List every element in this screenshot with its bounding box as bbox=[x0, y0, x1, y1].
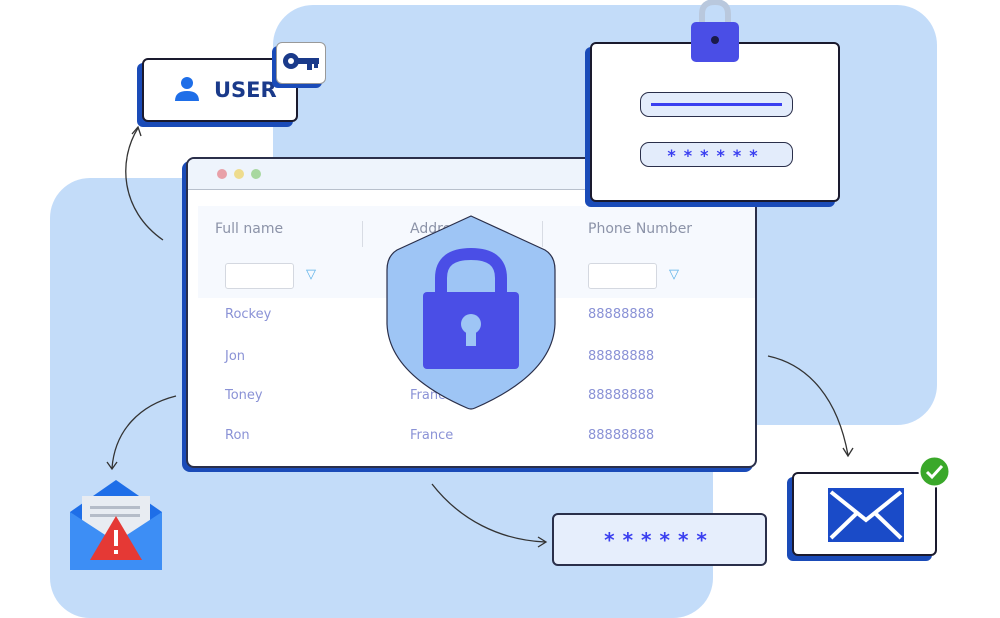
cell-phone: 88888888 bbox=[588, 349, 655, 364]
column-divider bbox=[542, 221, 543, 247]
maximize-dot[interactable] bbox=[251, 169, 261, 179]
mail-card bbox=[792, 472, 937, 556]
alert-envelope-icon bbox=[70, 480, 162, 570]
username-field[interactable] bbox=[640, 92, 793, 117]
column-divider bbox=[362, 221, 363, 247]
close-dot[interactable] bbox=[217, 169, 227, 179]
cell-phone: 88888888 bbox=[588, 428, 655, 443]
phone-filter-input[interactable] bbox=[588, 263, 657, 289]
cell-address: France bbox=[410, 428, 454, 443]
column-header-full-name[interactable]: Full name bbox=[215, 221, 284, 237]
key-icon bbox=[283, 53, 319, 70]
filter-icon[interactable]: ▽ bbox=[669, 267, 679, 282]
column-header-phone[interactable]: Phone Number bbox=[588, 221, 693, 237]
cell-name: Jon bbox=[225, 349, 246, 364]
name-filter-input[interactable] bbox=[225, 263, 294, 289]
padlock-icon bbox=[691, 0, 739, 62]
password-field[interactable]: ****** bbox=[640, 142, 793, 167]
login-card: ****** bbox=[590, 42, 840, 202]
cell-phone: 88888888 bbox=[588, 388, 655, 403]
cell-name: Toney bbox=[225, 388, 263, 403]
cell-name: Rockey bbox=[225, 307, 272, 322]
cell-name: Ron bbox=[225, 428, 250, 443]
envelope-icon bbox=[828, 488, 904, 542]
user-card[interactable]: USER bbox=[142, 58, 298, 122]
user-label: USER bbox=[214, 78, 277, 102]
filter-icon[interactable]: ▽ bbox=[306, 267, 316, 282]
shield-lock-icon bbox=[386, 215, 556, 410]
password-card: ****** bbox=[552, 513, 767, 566]
user-icon bbox=[175, 77, 199, 101]
cell-phone: 88888888 bbox=[588, 307, 655, 322]
connector-arrows bbox=[106, 125, 854, 548]
minimize-dot[interactable] bbox=[234, 169, 244, 179]
check-icon bbox=[918, 455, 951, 488]
key-badge bbox=[276, 42, 326, 84]
